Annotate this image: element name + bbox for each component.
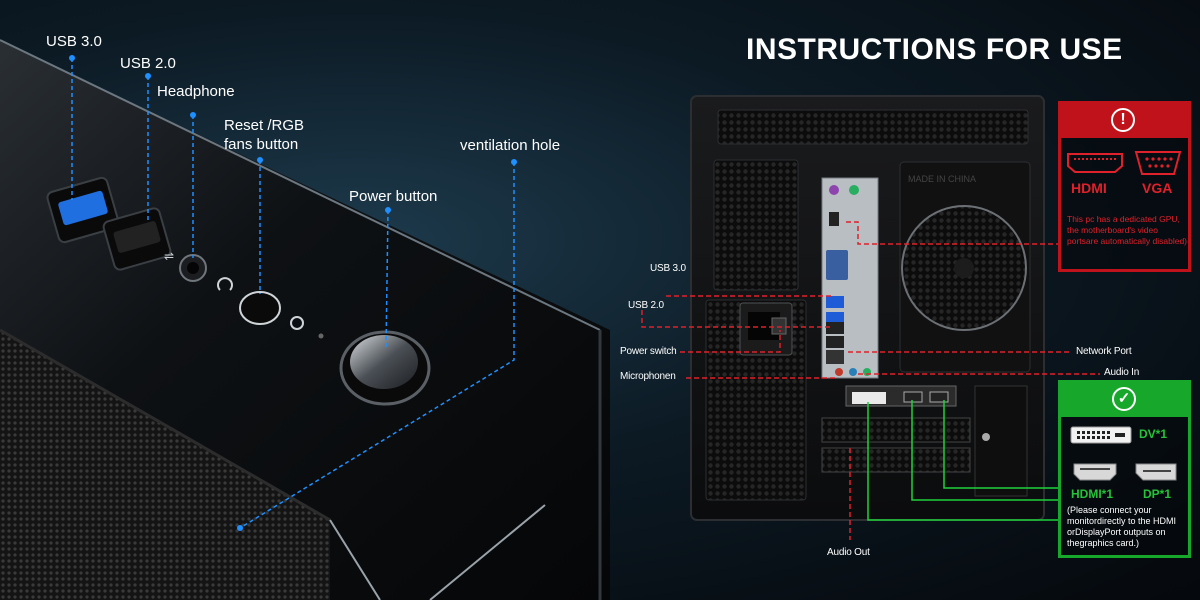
case-rear: MADE IN CHINA: [690, 95, 1045, 521]
ok-hdmi-label: HDMI*1: [1071, 487, 1114, 501]
vga-port-icon: [1134, 151, 1182, 175]
case-stamp: MADE IN CHINA: [908, 174, 976, 184]
warning-vga-label: VGA: [1142, 180, 1173, 196]
hdmi-port-icon: [1067, 153, 1123, 173]
displayport-icon: [1135, 463, 1177, 481]
label-headphone: Headphone: [157, 83, 235, 100]
svg-text:⇌: ⇌: [164, 249, 174, 263]
front-callout-lines: [71, 58, 515, 529]
rear-label-audio-in: Audio In: [1104, 367, 1140, 378]
label-reset-line2: fans button: [224, 136, 299, 153]
label-usb30: USB 3.0: [46, 33, 102, 50]
warning-hdmi-label: HDMI: [1071, 180, 1107, 196]
label-usb20: USB 2.0: [120, 55, 176, 72]
rear-green-callouts: [867, 400, 1060, 521]
rear-label-usb20: USB 2.0: [628, 300, 664, 311]
warning-header: !: [1061, 104, 1188, 138]
ok-dvi-label: DV*1: [1139, 427, 1168, 441]
power-button-illustration: [339, 330, 431, 406]
label-reset-line1: Reset /RGB: [224, 117, 305, 134]
rear-red-callouts: [641, 221, 1100, 540]
rear-label-network: Network Port: [1076, 346, 1132, 357]
usb2-port-illustration: ⇌: [102, 207, 174, 271]
rear-label-power-switch: Power switch: [620, 346, 677, 357]
reset-button-illustration: [239, 291, 324, 339]
dvi-port-icon: [1070, 426, 1132, 444]
rear-label-audio-out: Audio Out: [827, 547, 870, 558]
label-ventilation: ventilation hole: [460, 137, 561, 154]
rear-label-usb30: USB 3.0: [650, 263, 686, 274]
exclamation-icon: !: [1111, 108, 1135, 132]
instructions-title: INSTRUCTIONS FOR USE: [746, 33, 1123, 66]
warning-text: This pc has a dedicated GPU, the motherb…: [1067, 214, 1188, 246]
recommended-panel: ✓ DV*1 HDMI*1 DP*1 (Please connect your …: [1058, 380, 1191, 558]
case-front-top: [0, 39, 610, 600]
recommended-text: (Please connect your monitordirectly to …: [1067, 505, 1177, 548]
ok-dp-label: DP*1: [1143, 487, 1172, 501]
warning-panel: ! HDMI VGA This pc has a dedicated GPU, …: [1058, 101, 1191, 272]
rear-label-microphone: Microphonen: [620, 371, 676, 382]
hdmi-port-icon: [1073, 463, 1117, 481]
recommended-header: ✓: [1061, 383, 1188, 417]
check-icon: ✓: [1112, 387, 1136, 411]
label-power-button: Power button: [349, 188, 438, 205]
